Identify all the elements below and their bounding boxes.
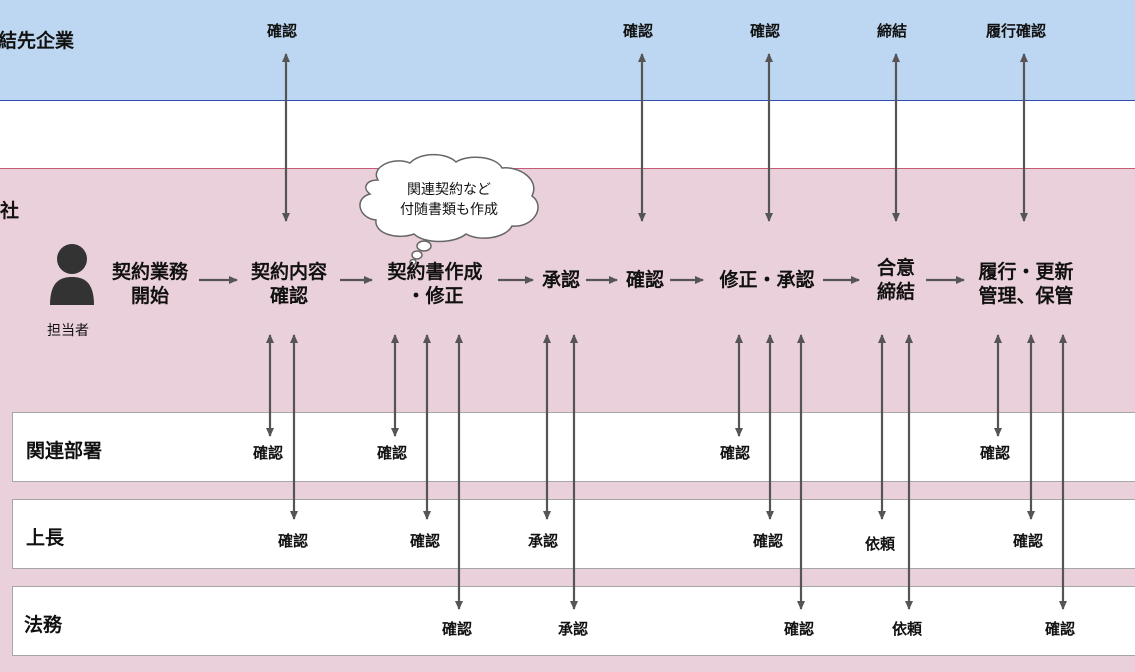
step-line: 合意	[876, 257, 915, 279]
boss-action-label: 依頼	[865, 535, 896, 553]
partner-action-label: 確認	[750, 22, 781, 40]
related-action-label: 確認	[253, 444, 284, 462]
note-line-2: 付随書類も作成	[400, 202, 498, 218]
legal-action-label: 確認	[1045, 620, 1076, 638]
partner-swimlane	[0, 0, 1135, 101]
note-text: 関連契約など 付随書類も作成	[374, 180, 524, 220]
step-revise-approve: 修正・承認	[710, 268, 824, 292]
step-performance-management: 履行・更新 管理、保管	[966, 260, 1086, 308]
step-line: 修正・承認	[719, 269, 815, 291]
related-action-label: 確認	[720, 444, 751, 462]
boss-action-label: 確認	[410, 532, 441, 550]
step-start: 契約業務 開始	[103, 260, 197, 308]
legal-lane-label: 法務	[24, 614, 63, 636]
step-confirm: 確認	[620, 268, 670, 292]
company-lane-label: 社	[0, 200, 20, 222]
step-line: 履行・更新	[978, 261, 1074, 283]
boss-lane-label: 上長	[26, 527, 65, 549]
partner-lane-label: 結先企業	[0, 30, 75, 52]
boss-action-label: 確認	[278, 532, 309, 550]
related-dept-lane-label: 関連部署	[26, 440, 103, 462]
step-drafting: 契約書作成 ・修正	[373, 260, 497, 308]
step-line: 承認	[541, 269, 580, 291]
partner-action-label: 確認	[267, 22, 298, 40]
step-agreement: 合意 締結	[863, 256, 929, 304]
boss-action-label: 確認	[1013, 532, 1044, 550]
boss-action-label: 確認	[753, 532, 784, 550]
step-approval: 承認	[536, 268, 586, 292]
step-line: 開始	[130, 285, 169, 307]
step-line: 契約内容	[250, 261, 327, 283]
legal-action-label: 確認	[784, 620, 815, 638]
partner-action-label: 締結	[877, 22, 908, 40]
step-line: 確認	[625, 269, 664, 291]
step-line: 締結	[876, 281, 915, 303]
step-line: 契約書作成	[387, 261, 483, 283]
step-line: 管理、保管	[978, 285, 1074, 307]
person-icon	[50, 244, 94, 305]
note-line-1: 関連契約など	[407, 182, 491, 198]
step-contract-review: 契約内容 確認	[239, 260, 339, 308]
boss-action-label: 承認	[528, 532, 559, 550]
partner-action-label: 確認	[623, 22, 654, 40]
step-line: 確認	[269, 285, 308, 307]
thought-bubble	[359, 153, 539, 266]
legal-action-label: 確認	[442, 620, 473, 638]
legal-action-label: 承認	[558, 620, 589, 638]
step-line: 契約業務	[111, 261, 188, 283]
step-line: ・修正	[406, 285, 464, 307]
related-action-label: 確認	[377, 444, 408, 462]
related-action-label: 確認	[980, 444, 1011, 462]
partner-action-label: 履行確認	[986, 22, 1047, 40]
legal-action-label: 依頼	[892, 620, 923, 638]
actor-label: 担当者	[47, 323, 89, 339]
